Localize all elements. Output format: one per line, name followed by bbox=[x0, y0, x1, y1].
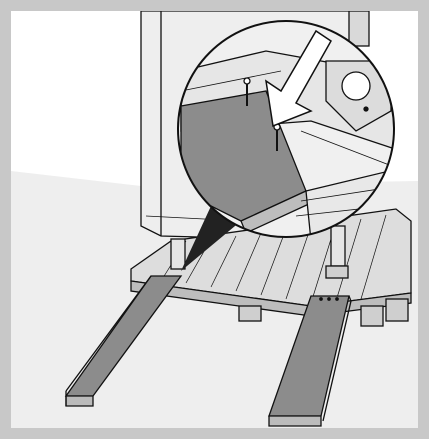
illustration-svg bbox=[11, 11, 418, 428]
illustration-canvas bbox=[11, 11, 418, 428]
